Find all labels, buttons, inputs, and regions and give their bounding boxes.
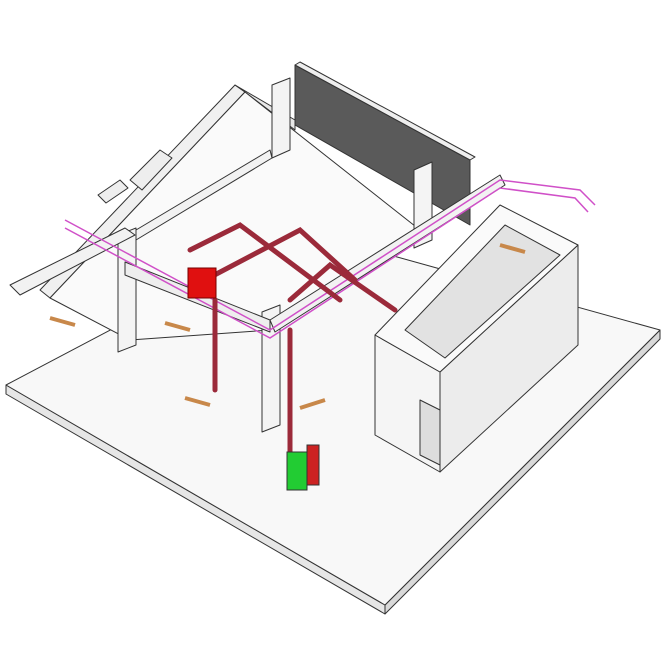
wood-member: [49, 316, 76, 327]
wood-member: [164, 321, 191, 332]
electrical-panel: [97, 179, 129, 204]
fire-pipe: [287, 261, 398, 313]
red-panel: [306, 444, 320, 486]
beam: [9, 227, 136, 296]
beam: [135, 149, 273, 241]
wood-member: [499, 243, 526, 254]
column: [117, 227, 137, 353]
wood-member: [184, 396, 211, 407]
duct: [64, 187, 589, 339]
fire-pipe: [202, 226, 358, 283]
green-panel: [286, 451, 308, 491]
fire-pipe: [187, 222, 343, 303]
wood-member: [299, 398, 326, 410]
door: [419, 399, 441, 466]
dark-back-wall-top: [294, 61, 476, 161]
electrical-panel: [129, 149, 173, 191]
column: [271, 77, 291, 159]
mechanical-room-inner: [404, 224, 561, 359]
fire-pump-unit: [187, 267, 217, 299]
